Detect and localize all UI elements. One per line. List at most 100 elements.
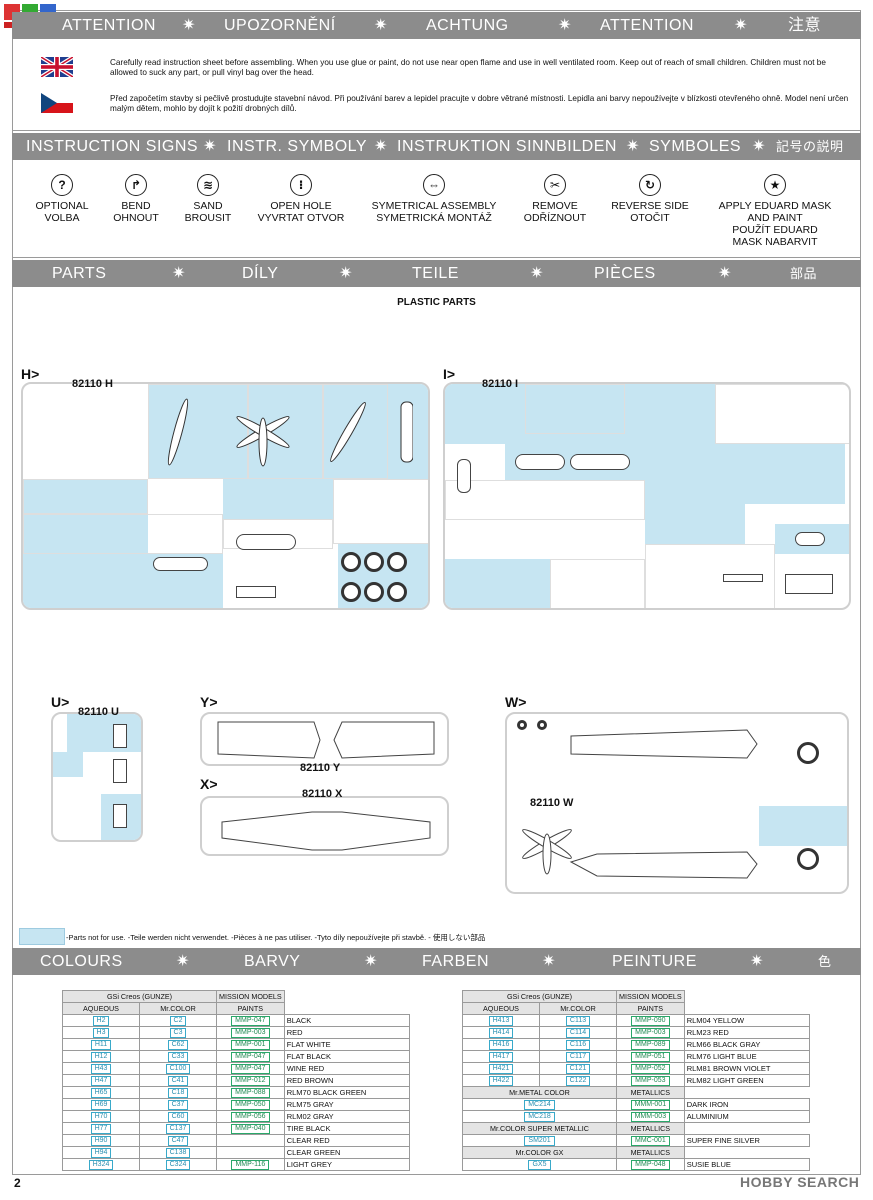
colour-name-cell: RLM82 LIGHT GREEN [683,1074,811,1087]
paints-cell-code: MMP-047 [231,1016,270,1026]
mrcolor-cell: C2 [139,1014,217,1027]
sign-label: OTOČIT [630,212,670,224]
page-frame [12,10,861,1175]
mrcolor-cell: C114 [539,1026,617,1039]
aqueous-cell: H422 [462,1074,540,1087]
czech-flag-icon [41,93,73,113]
mrcolor-cell-code: C62 [167,1040,189,1050]
small-part [785,574,833,594]
wheel-part [387,582,407,602]
mrcolor-cell: C116 [539,1038,617,1051]
colour-name-cell: FLAT BLACK [283,1050,411,1063]
small-part [723,574,763,582]
sign-label: REVERSE SIDE [611,200,689,212]
wheel-part [387,552,407,572]
metal-code-cell: SM201 [462,1134,617,1147]
mrcolor-cell-code: C122 [565,1076,591,1086]
aqueous-cell: H11 [62,1038,140,1051]
small-part [113,804,127,828]
mrcolor-cell-code: C138 [165,1148,191,1158]
header-mrcolor: Mr.COLOR [139,1002,217,1015]
sprue-x-code: 82110 X [302,788,343,800]
metal-code-cell-code: SM201 [524,1136,555,1146]
sprue-w [505,712,849,894]
aqueous-cell: H47 [62,1074,140,1087]
sprue-u [51,712,143,842]
paints-cell-code: MMP-052 [631,1064,670,1074]
paints-cell: MMP-003 [616,1026,685,1039]
sign-label: REMOVE [532,200,578,212]
unused-area [67,714,141,752]
paints-cell-code: MMP-003 [631,1028,670,1038]
sprue-cell [550,559,645,608]
mrcolor-cell: C137 [139,1122,217,1135]
aqueous-cell-code: H422 [488,1076,514,1086]
instruction-signs-band: INSTRUCTION SIGNS ✷ INSTR. SYMBOLY ✷ INS… [12,133,861,160]
paints-cell: MMP-012 [216,1074,285,1087]
sign-label: SYMETRICKÁ MONTÁŽ [376,212,492,224]
paints-cell [216,1134,285,1147]
subheader-blank [684,1146,810,1159]
colour-name-cell: RLM70 BLACK GREEN [283,1086,411,1099]
colour-name-cell: RED [283,1026,411,1039]
band-attention-fr: ATTENTION [600,17,694,34]
aqueous-cell: H324 [62,1158,140,1171]
header-paints: PAINTS [216,1002,285,1015]
mrcolor-cell: C47 [139,1134,217,1147]
small-part [457,459,471,493]
metal-code-cell: MC218 [462,1110,617,1123]
paints-cell: MMP-116 [216,1158,285,1171]
sign-eduard-mask: ★ APPLY EDUARD MASK AND PAINT POUŽÍT EDU… [708,174,842,248]
paints-cell-code: MMP-056 [231,1112,270,1122]
sprue-h-letter: H> [21,366,40,382]
colour-name-cell: SUSIE BLUE [683,1158,811,1171]
page-number: 2 [14,1176,21,1190]
colour-name-cell: CLEAR GREEN [283,1146,411,1159]
aqueous-cell: H43 [62,1062,140,1075]
aqueous-cell-code: H43 [90,1064,112,1074]
reverse-icon: ↻ [639,174,661,196]
paints-cell: MMP-047 [216,1014,285,1027]
sprue-i-letter: I> [443,366,456,382]
sprue-u-letter: U> [51,694,70,710]
canopy-part [236,534,296,550]
mrcolor-cell-code: C37 [167,1100,189,1110]
sand-icon: ≋ [197,174,219,196]
paints-cell-code: MMP-050 [231,1100,270,1110]
header-mission: MISSION MODELS [216,990,285,1003]
mrcolor-cell-code: C137 [165,1124,191,1134]
unused-area [445,384,715,444]
subheader-metallics: METALLICS [616,1146,685,1159]
header-mission: MISSION MODELS [616,990,685,1003]
band-star: ✷ [530,265,544,282]
aqueous-cell: H421 [462,1062,540,1075]
paints-cell-code: MMP-088 [231,1088,270,1098]
header-paints: PAINTS [616,1002,685,1015]
sprue-y-letter: Y> [200,694,218,710]
paints-cell-code: MMP-040 [231,1124,270,1134]
aqueous-cell-code: H417 [488,1052,514,1062]
mrcolor-cell-code: C324 [165,1160,191,1170]
canopy-part [570,454,630,470]
propeller-parts [167,398,413,467]
colour-name-cell: WINE RED [283,1062,411,1075]
colour-name-cell: RLM81 BROWN VIOLET [683,1062,811,1075]
sprue-h-code: 82110 H [72,378,113,390]
sign-label: OHNOUT [113,212,159,224]
unused-area [148,384,428,479]
colour-name-cell: RLM02 GRAY [283,1110,411,1123]
metal-code-cell: MC214 [462,1098,617,1111]
paints-cell: MMP-001 [216,1038,285,1051]
aqueous-cell-code: H12 [90,1052,112,1062]
paints-cell-code: MMC-001 [630,1136,670,1146]
band-attention-jp: 注意 [788,17,822,34]
